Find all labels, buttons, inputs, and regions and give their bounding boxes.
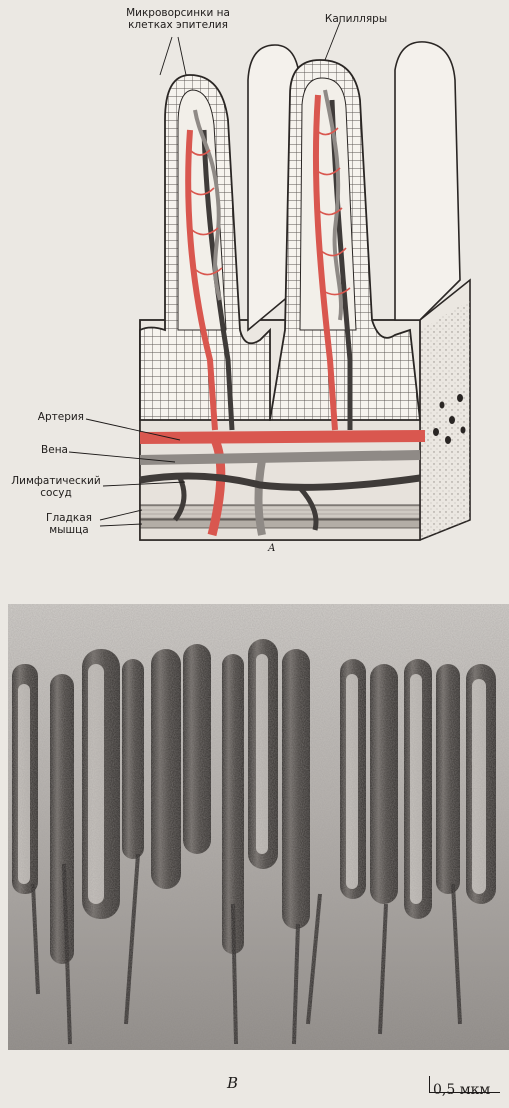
panel-a-letter: А (268, 543, 276, 554)
villi-diagram (0, 0, 509, 590)
scale-bar-label: 0,5 мкм (433, 1082, 490, 1098)
label-capillaries: Капилляры (316, 13, 396, 25)
panel-b-letter: B (227, 1074, 238, 1092)
label-smooth-muscle: Гладкая мышца (36, 512, 102, 536)
label-microvilli: Микроворсинки на клетках эпителия (112, 7, 244, 31)
label-vein: Вена (18, 444, 68, 456)
microvilli-micrograph (8, 604, 509, 1050)
label-artery: Артерия (18, 411, 84, 423)
label-lymph-vessel: Лимфатический сосуд (2, 475, 110, 499)
